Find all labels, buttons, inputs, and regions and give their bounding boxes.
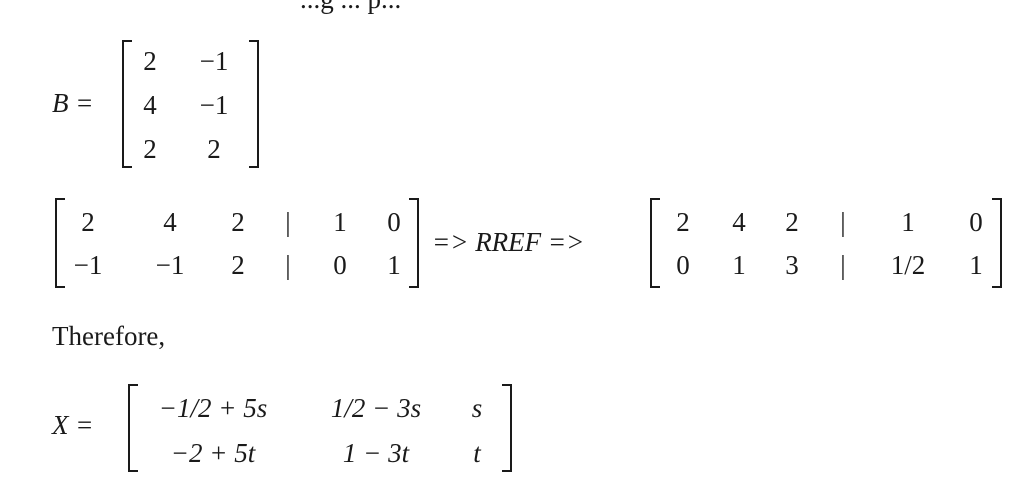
augmented-left-cell: 0 bbox=[333, 250, 347, 280]
augmented-right-right-bracket bbox=[992, 198, 1002, 288]
matrix-x-cell: 1 − 3t bbox=[342, 438, 410, 468]
augmented-left-separator: | bbox=[285, 207, 291, 237]
augmented-right-separator: | bbox=[840, 207, 846, 237]
augmented-left-cell: 2 bbox=[231, 207, 245, 237]
matrix-x-cell: −2 + 5t bbox=[170, 438, 256, 468]
matrix-b-cell: 2 bbox=[143, 134, 157, 164]
augmented-right-left-bracket bbox=[650, 198, 660, 288]
augmented-left-left-bracket bbox=[55, 198, 65, 288]
matrix-x-label: X = bbox=[52, 410, 94, 440]
augmented-right-cell: 1 bbox=[969, 250, 983, 280]
augmented-left-cell: 2 bbox=[231, 250, 245, 280]
augmented-right-cell: 1 bbox=[732, 250, 746, 280]
augmented-right-cell: 1 bbox=[901, 207, 915, 237]
augmented-right-cell: 0 bbox=[969, 207, 983, 237]
matrix-b-label: B = bbox=[52, 88, 94, 118]
augmented-right-cell: 0 bbox=[676, 250, 690, 280]
augmented-left-cell: 1 bbox=[333, 207, 347, 237]
matrix-x-cell: −1/2 + 5s bbox=[158, 393, 268, 423]
therefore-text: Therefore, bbox=[52, 321, 166, 351]
matrix-x-cell: s bbox=[471, 393, 483, 423]
augmented-right-cell: 2 bbox=[785, 207, 799, 237]
augmented-right-cell: 1/2 bbox=[890, 250, 926, 280]
cropped-top-line: ...g ... p... bbox=[0, 0, 1016, 14]
augmented-left-cell: 4 bbox=[163, 207, 177, 237]
augmented-right-cell: 4 bbox=[732, 207, 746, 237]
augmented-left-cell: 1 bbox=[387, 250, 401, 280]
matrix-b-cell: 2 bbox=[143, 46, 157, 76]
matrix-x-cell: 1/2 − 3s bbox=[330, 393, 422, 423]
matrix-b-cell: 2 bbox=[207, 134, 221, 164]
augmented-left-separator: | bbox=[285, 250, 291, 280]
augmented-left-cell: −1 bbox=[155, 250, 185, 280]
augmented-left-cell: 0 bbox=[387, 207, 401, 237]
cropped-top-text: ...g ... p... bbox=[300, 0, 401, 13]
matrix-b-left-bracket bbox=[122, 40, 132, 168]
matrix-b-cell: −1 bbox=[199, 90, 229, 120]
augmented-right-cell: 3 bbox=[785, 250, 799, 280]
matrix-x-cell: t bbox=[473, 438, 481, 468]
matrix-x-right-bracket bbox=[502, 384, 512, 472]
augmented-left-right-bracket bbox=[409, 198, 419, 288]
augmented-left-cell: −1 bbox=[73, 250, 103, 280]
rref-arrow-text: => RREF => bbox=[432, 227, 585, 257]
augmented-right-separator: | bbox=[840, 250, 846, 280]
augmented-left-cell: 2 bbox=[81, 207, 95, 237]
matrix-b-cell: 4 bbox=[143, 90, 157, 120]
matrix-b-cell: −1 bbox=[199, 46, 229, 76]
matrix-x-left-bracket bbox=[128, 384, 138, 472]
matrix-b-right-bracket bbox=[249, 40, 259, 168]
augmented-right-cell: 2 bbox=[676, 207, 690, 237]
